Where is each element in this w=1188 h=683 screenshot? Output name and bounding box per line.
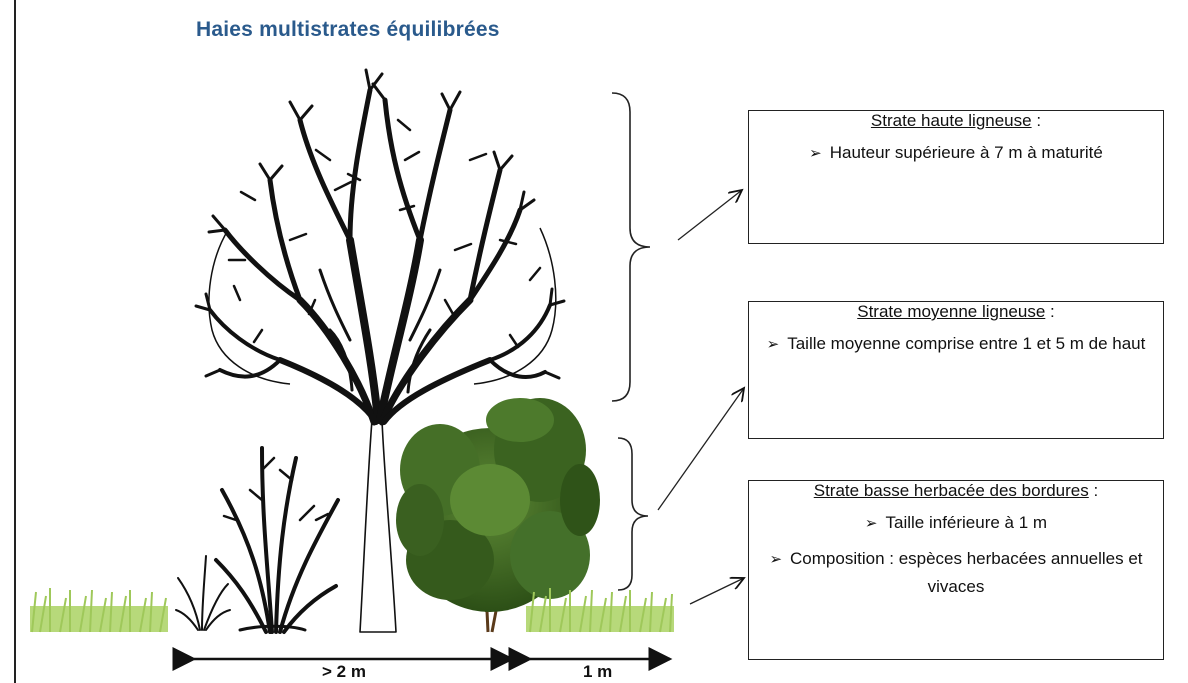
box-heading-mid: Strate moyenne ligneuse: [857, 302, 1046, 321]
arrowhead-bullet-icon: ➢: [864, 515, 878, 532]
box-bullet-tall-1: ➢Hauteur supérieure à 7 m à maturité: [809, 143, 1103, 162]
info-box-mid-stratum: Strate moyenne ligneuse : ➢Taille moyenn…: [748, 301, 1164, 439]
arrowhead-bullet-icon: ➢: [766, 336, 780, 353]
diagram-title: Haies multistrates équilibrées: [196, 18, 500, 41]
box-heading-low: Strate basse herbacée des bordures: [813, 481, 1089, 500]
arrow-to-box-mid: [657, 388, 744, 511]
box-heading-tall: Strate haute ligneuse: [870, 111, 1032, 130]
dimension-label-border: 1 m: [583, 662, 613, 681]
arrow-to-box-low: [689, 578, 744, 605]
info-box-tall-stratum: Strate haute ligneuse : ➢Hauteur supérie…: [748, 110, 1164, 244]
dimension-label-hedge: > 2 m: [322, 662, 366, 681]
brace-low-stratum: [617, 437, 649, 591]
arrowhead-bullet-icon: ➢: [769, 551, 783, 568]
brace-tall-stratum: [611, 92, 651, 402]
arrowhead-bullet-icon: ➢: [809, 145, 822, 162]
info-box-low-stratum: Strate basse herbacée des bordures : ➢Ta…: [748, 480, 1164, 660]
bare-bush-large: [214, 446, 340, 634]
left-margin-rule: [14, 0, 16, 683]
tree-crown: [194, 68, 566, 633]
green-shrub: [396, 398, 600, 633]
box-bullet-low-2: ➢Composition : espèces herbacées annuell…: [769, 549, 1143, 596]
arrow-to-box-high: [677, 190, 742, 241]
box-bullet-low-1: ➢Taille inférieure à 1 m: [864, 513, 1048, 532]
tall-tree: [194, 68, 566, 633]
grass-right: [526, 588, 674, 633]
grass-left: [30, 588, 168, 633]
box-bullet-mid-1: ➢Taille moyenne comprise entre 1 et 5 m …: [766, 334, 1146, 353]
bare-bush-small: [175, 555, 231, 631]
